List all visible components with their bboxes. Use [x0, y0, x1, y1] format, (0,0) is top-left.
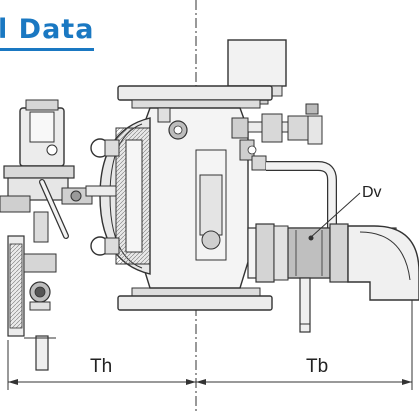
section-heading: l Data: [0, 14, 95, 51]
bypass-pipe: [266, 161, 337, 230]
dimension-label-left: Th: [90, 356, 113, 377]
dimension-lines: [7, 300, 413, 390]
callout-leader-line: [309, 192, 361, 239]
outlet-elbow: [347, 225, 419, 301]
bottom-flange: [117, 287, 273, 311]
pilot-valve-assembly: [0, 99, 117, 239]
top-gauge-fitting: [157, 107, 188, 140]
diaphragm-chamber: [90, 117, 151, 275]
drain-rod: [299, 277, 311, 333]
dimension-label-right: Tb: [306, 356, 329, 377]
valve-body: [141, 107, 249, 289]
callout-label-dv: Dv: [362, 184, 382, 201]
top-flange: [117, 85, 273, 109]
strainer-assembly: [7, 211, 57, 371]
upper-right-pipework: [231, 103, 323, 171]
